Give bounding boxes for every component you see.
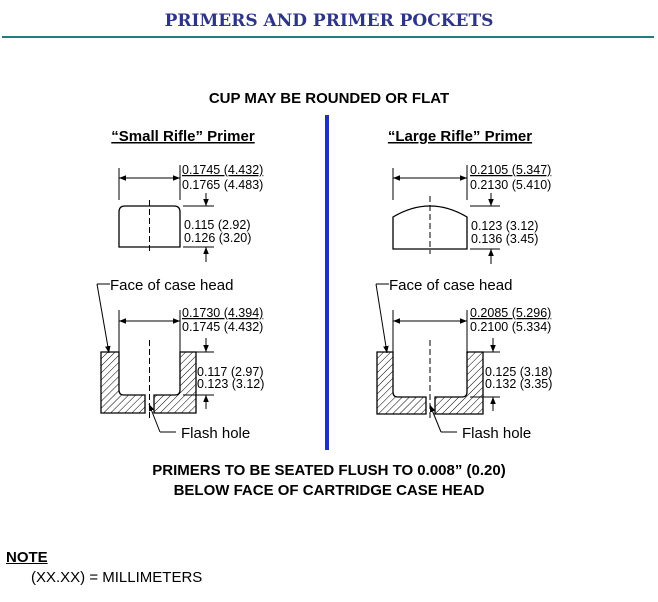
small-pocket-dia-1: 0.1730 (4.394) (182, 306, 263, 320)
small-face-leader (96, 283, 111, 354)
note-text: (XX.XX) = MILLIMETERS (31, 569, 203, 586)
small-flash-leader-diag (148, 403, 161, 433)
small-primer-dia-1: 0.1745 (4.432) (182, 163, 263, 177)
large-rifle-heading: “Large Rifle” Primer (388, 128, 532, 145)
large-primer-height-2: 0.136 (3.45) (471, 232, 538, 246)
small-rifle-section: “Small Rifle” Primer 0.1745 (4.432) 0.17… (96, 128, 264, 442)
large-case-head-section-right (434, 351, 484, 415)
large-pocket-depth-2: 0.132 (3.35) (485, 377, 552, 391)
small-primer-cup (118, 205, 181, 248)
note-heading: NOTE (6, 549, 48, 566)
large-case-head-section (376, 351, 427, 415)
large-pocket-dia-1: 0.2085 (5.296) (470, 306, 551, 320)
large-flash-leader-diag (429, 404, 442, 433)
small-rifle-heading: “Small Rifle” Primer (111, 128, 255, 145)
title-rule (2, 36, 654, 38)
seated-note-line1: PRIMERS TO BE SEATED FLUSH TO 0.008” (0.… (152, 462, 505, 479)
large-face-label: Face of case head (389, 277, 512, 294)
large-pocket-dia-2: 0.2100 (5.334) (470, 320, 551, 334)
seated-note-line2: BELOW FACE OF CARTRIDGE CASE HEAD (174, 482, 485, 499)
page-title: PRIMERS AND PRIMER POCKETS (164, 11, 494, 31)
large-primer-height-1: 0.123 (3.12) (471, 219, 538, 233)
small-case-head-section-right (153, 351, 197, 414)
small-flash-label: Flash hole (181, 425, 250, 442)
large-face-leader (375, 283, 389, 354)
small-primer-height-2: 0.126 (3.20) (184, 231, 251, 245)
large-primer-dia-2: 0.2130 (5.410) (470, 178, 551, 192)
small-primer-height-1: 0.115 (2.92) (184, 218, 250, 232)
small-case-head-section (100, 351, 146, 414)
large-flash-label: Flash hole (462, 425, 531, 442)
small-pocket-depth-1: 0.117 (2.97) (197, 365, 263, 379)
large-pocket-depth-1: 0.125 (3.18) (485, 365, 552, 379)
cup-note: CUP MAY BE ROUNDED OR FLAT (209, 90, 449, 107)
large-rifle-section: “Large Rifle” Primer 0.2105 (5.347) 0.21… (375, 128, 552, 442)
small-face-label: Face of case head (110, 277, 233, 294)
small-pocket-depth-2: 0.123 (3.12) (197, 377, 264, 391)
large-primer-dia-1: 0.2105 (5.347) (470, 163, 551, 177)
small-pocket-dia-2: 0.1745 (4.432) (182, 320, 263, 334)
small-primer-dia-2: 0.1765 (4.483) (182, 178, 263, 192)
